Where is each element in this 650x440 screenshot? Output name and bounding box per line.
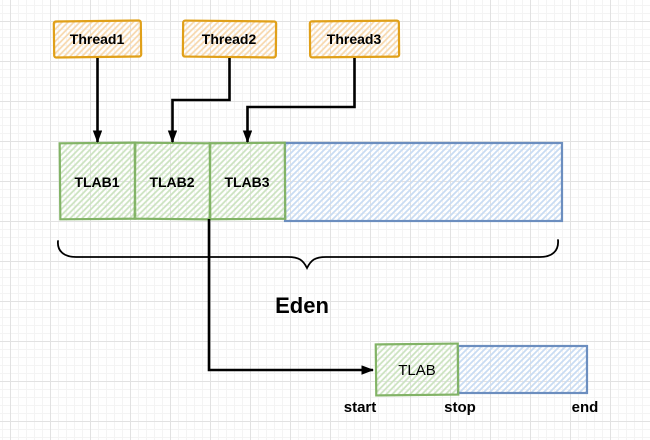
arrow-tlab-to-detail [207, 219, 374, 375]
thread2-label: Thread2 [202, 31, 257, 47]
tlab3-label: TLAB3 [224, 174, 269, 190]
tlab-detail: TLAB start stop end [344, 342, 599, 416]
arrow-thread3-to-tlab3 [242, 58, 356, 143]
thread-arrows [92, 58, 356, 143]
thread3-label: Thread3 [327, 31, 382, 47]
tlab-start-label: start [344, 399, 377, 416]
tlab-stop-label: stop [444, 399, 476, 416]
tlab-detail-label: TLAB [398, 362, 436, 379]
thread-boxes: Thread1 Thread2 Thread3 [52, 19, 401, 59]
tlab-detail-free-box [456, 344, 589, 395]
eden-row: TLAB1 TLAB2 TLAB3 [58, 141, 564, 223]
thread1-box [52, 19, 143, 59]
arrow-thread2-to-tlab2 [167, 58, 231, 143]
tlab-end-label: end [572, 399, 599, 416]
eden-free-space-box [283, 141, 564, 223]
tlab1-label: TLAB1 [74, 174, 119, 190]
thread1-label: Thread1 [70, 31, 125, 47]
thread2-box [181, 19, 278, 59]
eden-label: Eden [275, 293, 329, 318]
tlab2-label: TLAB2 [149, 174, 194, 190]
thread3-box [308, 19, 401, 59]
tlab-detail-box [374, 342, 460, 397]
eden-brace [57, 239, 559, 271]
